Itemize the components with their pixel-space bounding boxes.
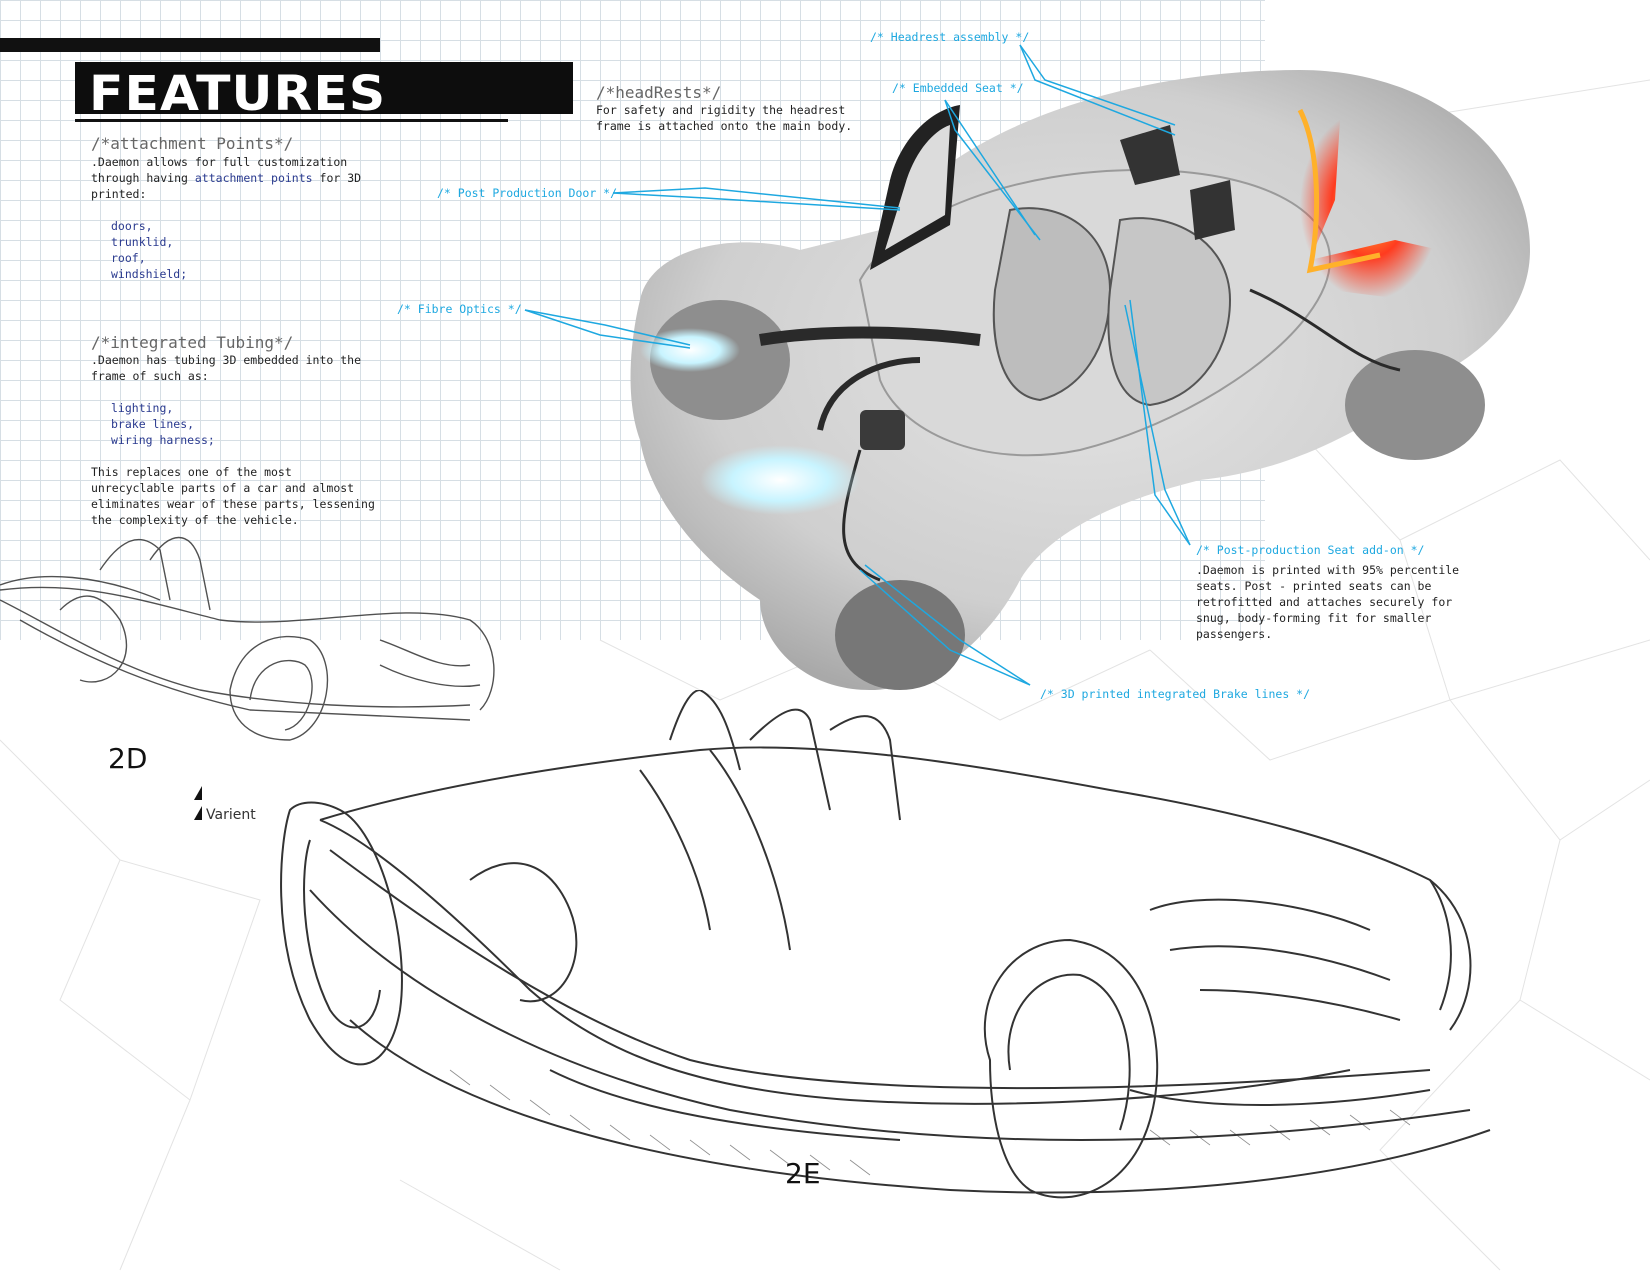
callout-seat-addon: /* Post-production Seat add-on */ (1196, 543, 1425, 557)
tubing-para-line: eliminates wear of these parts, lessenin… (91, 497, 375, 511)
list-item: brake lines, (111, 417, 195, 431)
tubing-para-line: the complexity of the vehicle. (91, 513, 299, 527)
title-underline (75, 119, 508, 122)
sketch-2d (0, 536, 495, 741)
seat-addon-line: snug, body-forming fit for smaller (1196, 611, 1432, 625)
tubing-text: .Daemon has tubing 3D embedded into the … (91, 352, 361, 384)
title-banner: FEATURES (75, 62, 573, 122)
leader-brake-lines (864, 564, 1031, 686)
tubing-para-line: This replaces one of the most (91, 465, 292, 479)
leader-headrest-assembly (1019, 44, 1176, 136)
attachment-list: doors, trunklid, roof, windshield; (111, 218, 187, 282)
tubing-line1: .Daemon has tubing 3D embedded into the (91, 353, 362, 367)
seat-addon-text: .Daemon is printed with 95% percentile s… (1196, 562, 1459, 642)
seat-addon-line: retrofitted and attaches securely for (1196, 595, 1453, 609)
attachment-line2: through having attachment points for 3D (91, 170, 361, 186)
attachment-line3: printed: (91, 187, 147, 201)
callout-headrest-assembly: /* Headrest assembly */ (870, 30, 1030, 44)
front-right-wheel-well (835, 580, 965, 690)
list-item: roof, (111, 251, 146, 265)
headrest-frame-left (1120, 125, 1180, 185)
leader-embedded-seat (944, 99, 1041, 241)
door-inner (885, 125, 950, 250)
tubing-para-line: unrecyclable parts of a car and almost (91, 481, 355, 495)
leader-brake-lines-2 (859, 569, 1031, 686)
headrests-text: For safety and rigidity the headrest fra… (596, 102, 852, 134)
attachment-line2-prefix: through having (91, 171, 188, 185)
fibre-optic-glow-lower (700, 445, 860, 515)
headrests-heading: /*headRests*/ (596, 83, 722, 102)
leader-headrest-assembly-2 (1019, 44, 1176, 126)
tubing-line2: frame of such as: (91, 369, 209, 383)
attachment-keyword: attachment points (194, 171, 313, 185)
sketch-2e (280, 690, 1491, 1199)
sketch-label-2d: 2D (108, 742, 148, 775)
control-module (860, 410, 905, 450)
seat-right (1107, 217, 1232, 407)
callout-embedded-seat: /* Embedded Seat */ (892, 81, 1024, 95)
list-item: doors, (111, 219, 153, 233)
leader-door-2 (612, 192, 901, 211)
attachment-text: .Daemon allows for full customization th… (91, 154, 361, 202)
sketch-label-2e: 2E (785, 1157, 821, 1190)
list-item: trunklid, (111, 235, 174, 249)
page-title: FEATURES (89, 66, 387, 122)
seat-left (992, 207, 1112, 402)
seat-addon-line: passengers. (1196, 627, 1273, 641)
callout-brake-lines: /* 3D printed integrated Brake lines */ (1040, 687, 1311, 701)
tubing-heading: /*integrated Tubing*/ (91, 333, 294, 352)
attachment-heading: /*attachment Points*/ (91, 134, 294, 153)
callout-fibre-optics: /* Fibre Optics */ (397, 302, 522, 316)
leader-fibre-optics-2 (524, 309, 691, 349)
rear-wiring-tube (1249, 288, 1401, 372)
seat-addon-line: .Daemon is printed with 95% percentile (1196, 563, 1460, 577)
attachment-line1: .Daemon allows for full customization (91, 155, 348, 169)
rear-right-wheel-well (1345, 350, 1485, 460)
tail-light-lines (1297, 108, 1381, 274)
headrests-line: frame is attached onto the main body. (596, 119, 853, 133)
list-item: windshield; (111, 267, 188, 281)
header-top-bar (0, 38, 380, 52)
leader-fibre-optics (524, 309, 691, 346)
leader-embedded-seat-2 (944, 99, 1036, 236)
tail-light-glow (1300, 110, 1440, 300)
variant-marker-icon (194, 786, 202, 820)
wiring-tube (817, 357, 921, 431)
seat-addon-line: seats. Post - printed seats can be (1196, 579, 1432, 593)
list-item: lighting, (111, 401, 174, 415)
headrests-line: For safety and rigidity the headrest (596, 103, 846, 117)
callout-post-production-door: /* Post Production Door */ (437, 186, 618, 200)
attachment-line2-suffix: for 3D (319, 171, 362, 185)
leader-door (612, 187, 901, 209)
list-item: wiring harness; (111, 433, 215, 447)
tubing-list: lighting, brake lines, wiring harness; (111, 400, 215, 448)
steering-column (759, 326, 981, 346)
tubing-paragraph: This replaces one of the most unrecyclab… (91, 464, 375, 528)
headrest-frame-right (1190, 180, 1235, 240)
leader-seat-addon-2 (1129, 299, 1191, 546)
variant-label: Varient (206, 807, 256, 823)
